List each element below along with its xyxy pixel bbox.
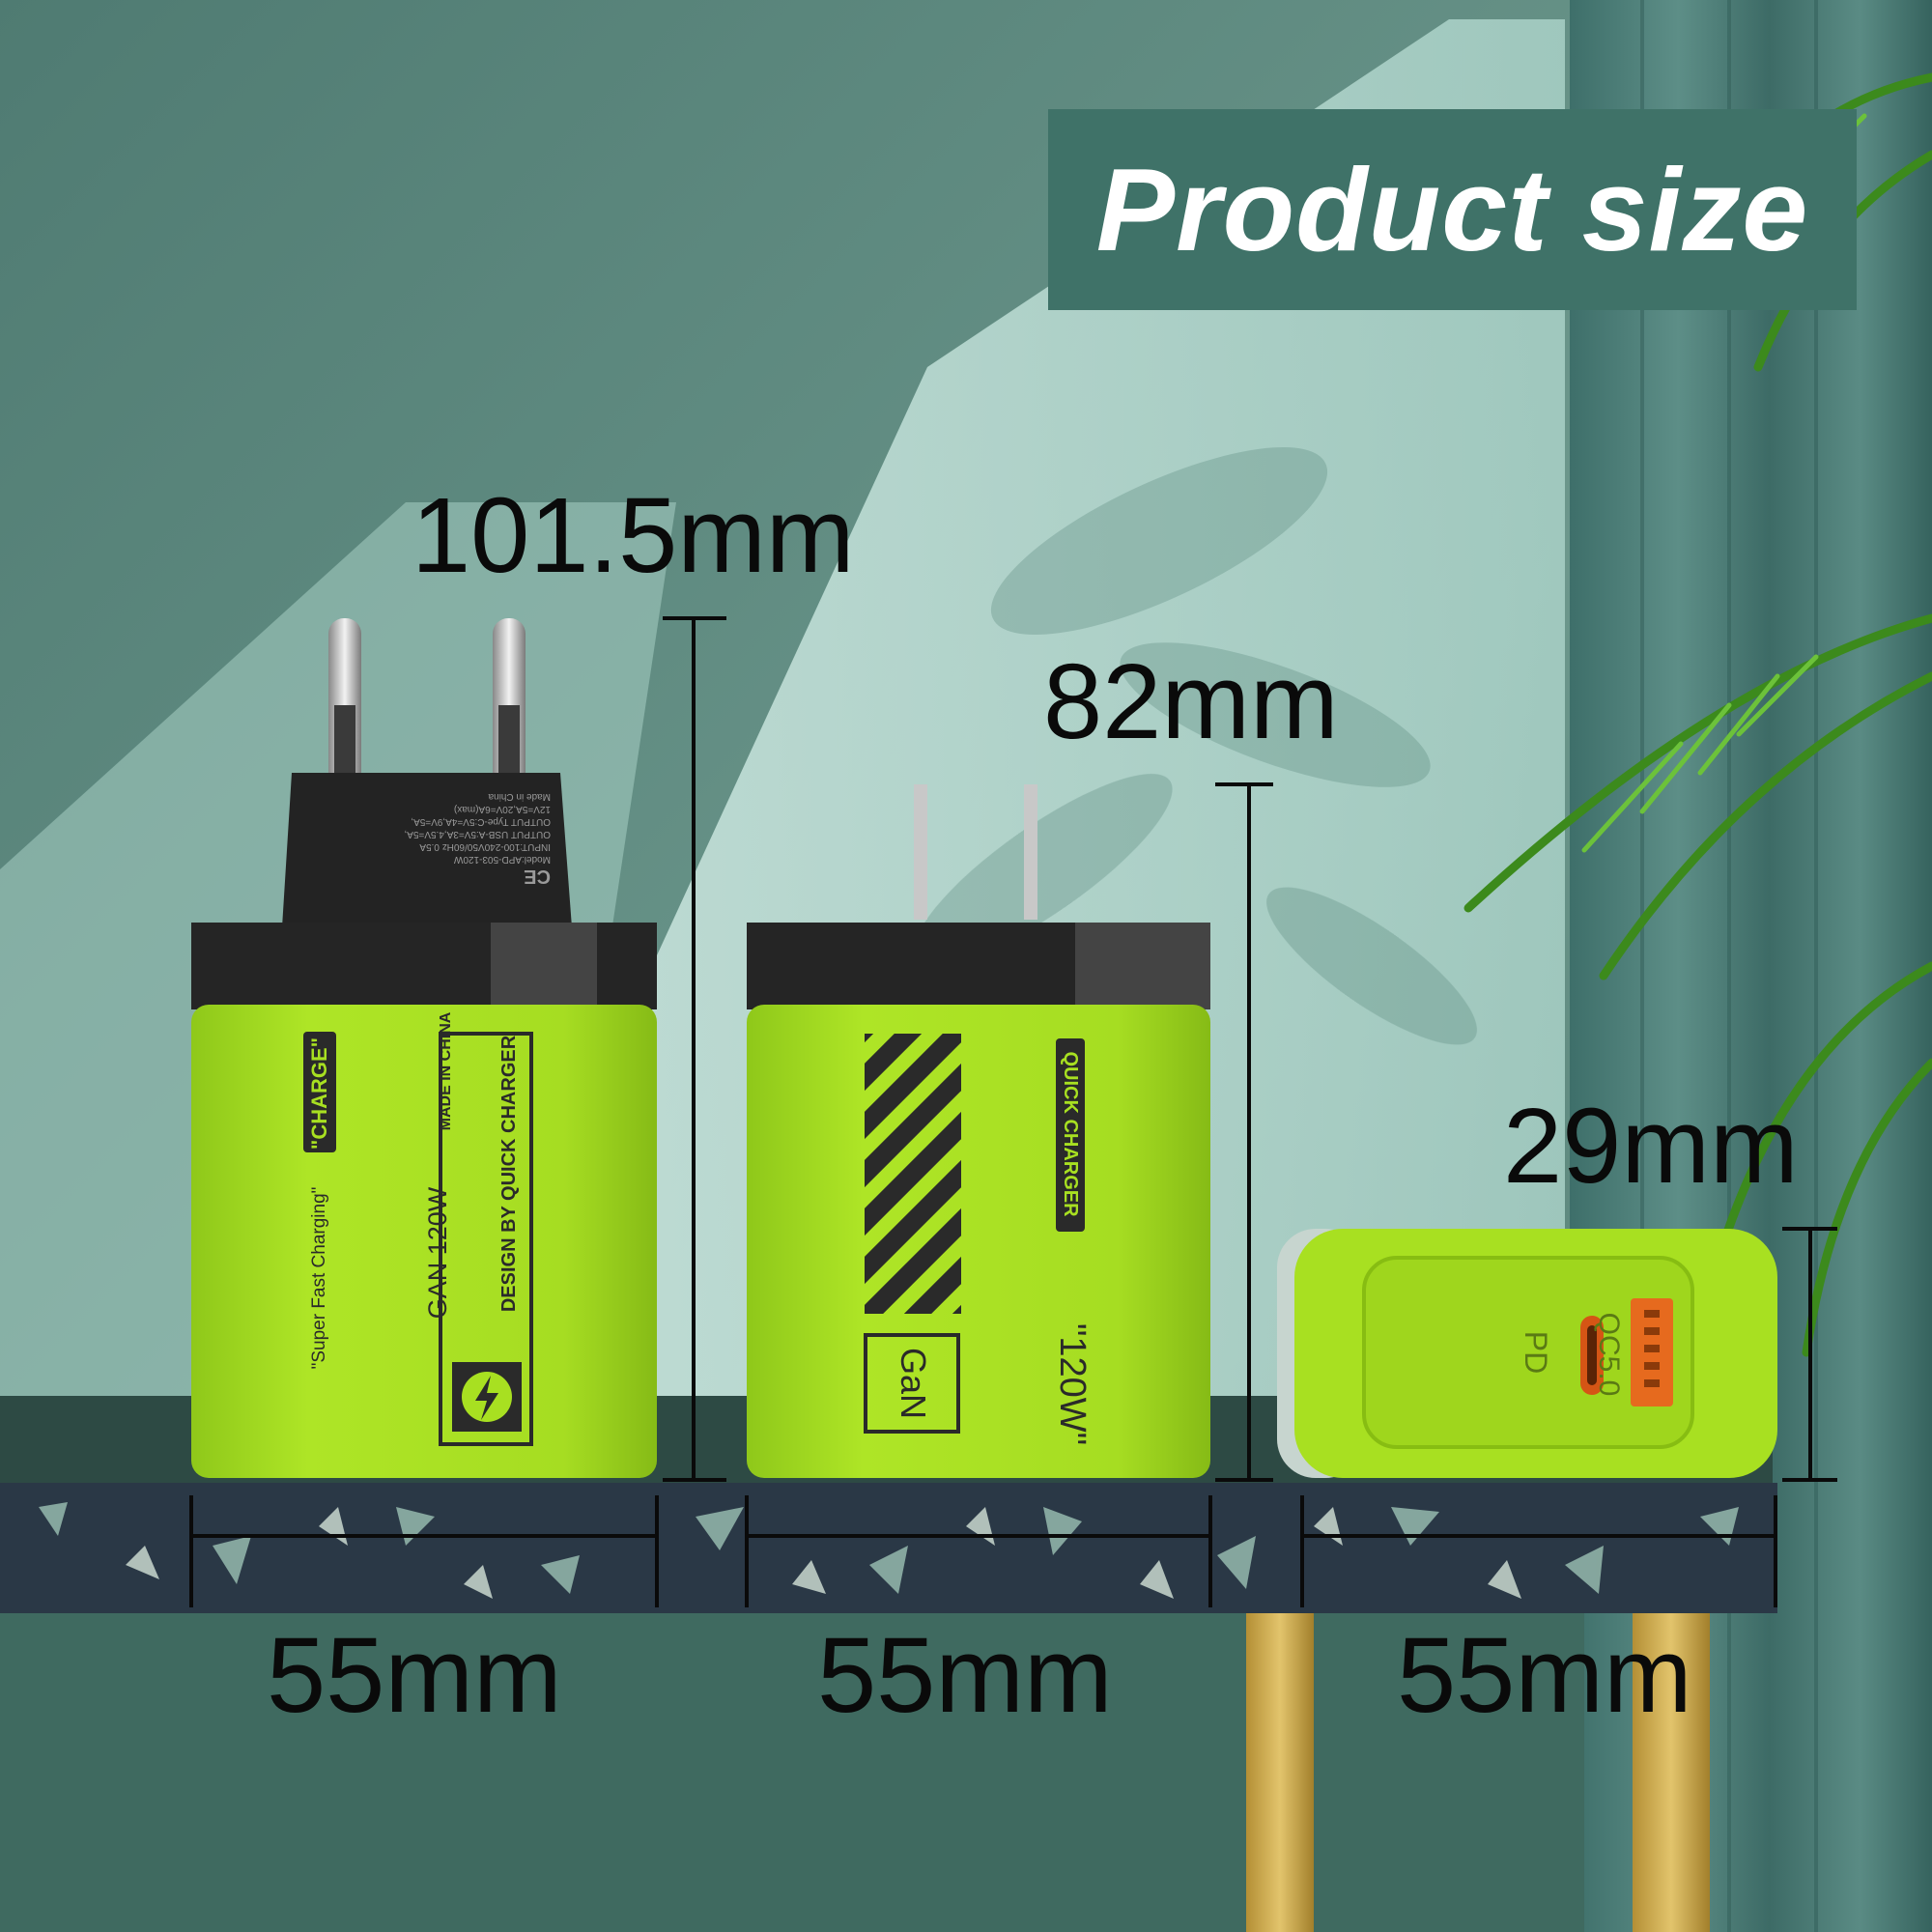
- eu-made-in: MADE IN CHINA: [438, 1011, 454, 1131]
- eu-charge-tag: "CHARGE": [307, 1037, 331, 1151]
- us-quick-charger-badge: QUICK CHARGER: [1060, 1051, 1081, 1217]
- eu-design-text: DESIGN BY QUICK CHARGER: [498, 1035, 520, 1313]
- plug-label-line: 12V=5A,20V=6A(max): [453, 804, 551, 814]
- eu-plug-label: CE Model:APD-503-120W INPUT:100-240V50/6…: [309, 790, 551, 887]
- product-size-banner: Product size: [1048, 109, 1857, 310]
- us-power-text: "120W": [1052, 1322, 1093, 1446]
- us-height-label: 82mm: [1043, 642, 1339, 761]
- eu-model: GAN 120W: [423, 1186, 452, 1320]
- eu-slogan: "Super Fast Charging": [309, 1186, 329, 1370]
- eu-height-label: 101.5mm: [412, 476, 855, 595]
- eu-charger: [191, 618, 657, 1478]
- us-width-label: 55mm: [817, 1616, 1113, 1735]
- plug-label-line: OUTPUT Type-C:5V=4A,9V=5A,: [411, 816, 551, 827]
- plug-label-line: INPUT:100-240V50/60Hz 0.5A: [419, 841, 551, 852]
- flat-height-label: 29mm: [1503, 1087, 1799, 1206]
- plug-label-line: Model:APD-503-120W: [453, 854, 551, 865]
- banner-title: Product size: [1095, 144, 1809, 275]
- plug-label-line: OUTPUT USB-A:5V=3A,4.5V=5A,: [404, 829, 551, 839]
- plug-label-line: Made in China: [488, 791, 551, 802]
- usb-c-port-label: PD: [1519, 1330, 1553, 1375]
- us-gan-text: GaN: [894, 1347, 933, 1420]
- flat-width-label: 55mm: [1397, 1616, 1692, 1735]
- eu-width-label: 55mm: [267, 1616, 562, 1735]
- plug-mark: CE: [524, 866, 551, 887]
- usb-a-port-label: QC5.0: [1593, 1312, 1625, 1397]
